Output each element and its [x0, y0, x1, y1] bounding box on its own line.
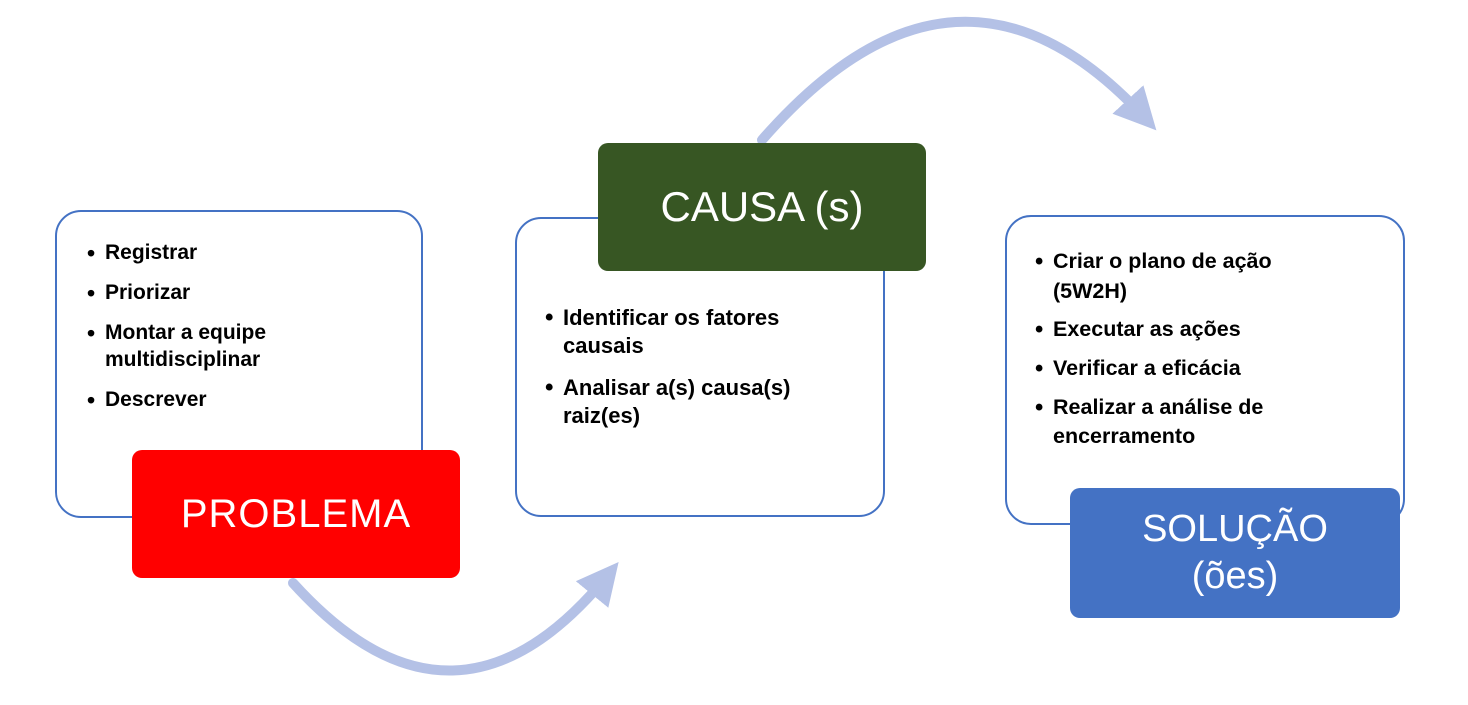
list-item: Registrar	[85, 239, 340, 268]
list-item: Montar a equipe multidisciplinar	[85, 319, 340, 374]
list-item: Descrever	[85, 386, 340, 415]
list-item: Analisar a(s) causa(s) raiz(es)	[543, 373, 863, 430]
solucao-label: SOLUÇÃO (ões)	[1070, 488, 1400, 618]
problema-bullet-list: Registrar Priorizar Montar a equipe mult…	[57, 212, 421, 415]
list-item: Criar o plano de ação (5W2H)	[1033, 246, 1343, 306]
list-item: Realizar a análise de encerramento	[1033, 392, 1343, 452]
problema-card: Registrar Priorizar Montar a equipe mult…	[55, 210, 423, 518]
problema-label-text: PROBLEMA	[180, 491, 412, 536]
problema-label: PROBLEMA	[132, 450, 460, 578]
arrow-causa-to-solucao-icon	[757, 16, 1157, 145]
list-item: Identificar os fatores causais	[543, 303, 863, 360]
solucao-bullet-list: Criar o plano de ação (5W2H) Executar as…	[1007, 217, 1403, 452]
list-item: Priorizar	[85, 279, 340, 308]
list-item: Executar as ações	[1033, 314, 1343, 346]
causa-bullet-list: Identificar os fatores causais Analisar …	[517, 219, 883, 431]
solucao-label-text-line2: (ões)	[1191, 555, 1279, 597]
causa-label-text: CAUSA (s)	[660, 183, 864, 230]
arrow-problema-to-causa-icon	[288, 562, 619, 676]
list-item: Verificar a eficácia	[1033, 353, 1343, 385]
causa-label: CAUSA (s)	[598, 143, 926, 271]
solucao-card: Criar o plano de ação (5W2H) Executar as…	[1005, 215, 1405, 525]
solucao-label-text-line1: SOLUÇÃO	[1142, 507, 1328, 550]
